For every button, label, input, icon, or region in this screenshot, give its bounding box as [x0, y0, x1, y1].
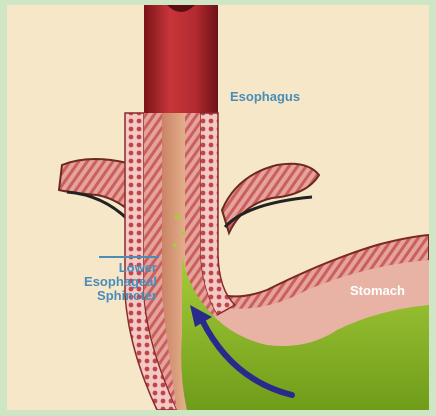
esophagus-upper	[144, 5, 218, 113]
stomach-label: Stomach	[350, 284, 405, 298]
acid-droplet	[175, 215, 180, 220]
esophagus-label: Esophagus	[230, 90, 300, 104]
acid-droplet	[173, 243, 177, 247]
anatomy-illustration	[7, 5, 429, 410]
acid-droplet	[181, 231, 185, 235]
diagram-panel: Esophagus Lower Esophageal Sphincter Sto…	[7, 5, 429, 410]
lower-esophageal-sphincter-label: Lower Esophageal Sphincter	[47, 261, 157, 303]
